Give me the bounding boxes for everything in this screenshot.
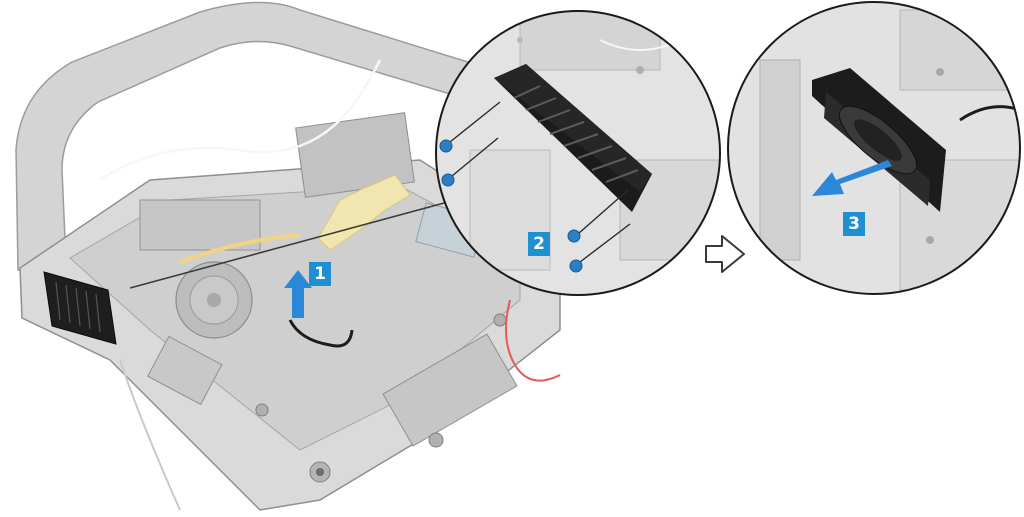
lift-arrow-icon <box>284 270 312 318</box>
zoom-circle-speaker <box>727 1 1021 295</box>
zoom-leader-line <box>129 195 471 289</box>
step-1-badge: 1 <box>309 262 331 286</box>
speaker-module-icon <box>43 271 117 345</box>
next-step-arrow-icon <box>705 235 745 273</box>
zoom-circle-screws <box>435 10 721 296</box>
screw-icon <box>439 139 583 273</box>
speaker-removed-icon <box>812 68 946 212</box>
slide-arrow-icon <box>812 160 892 196</box>
step-3-badge: 3 <box>843 212 865 236</box>
step-2-badge: 2 <box>528 232 550 256</box>
